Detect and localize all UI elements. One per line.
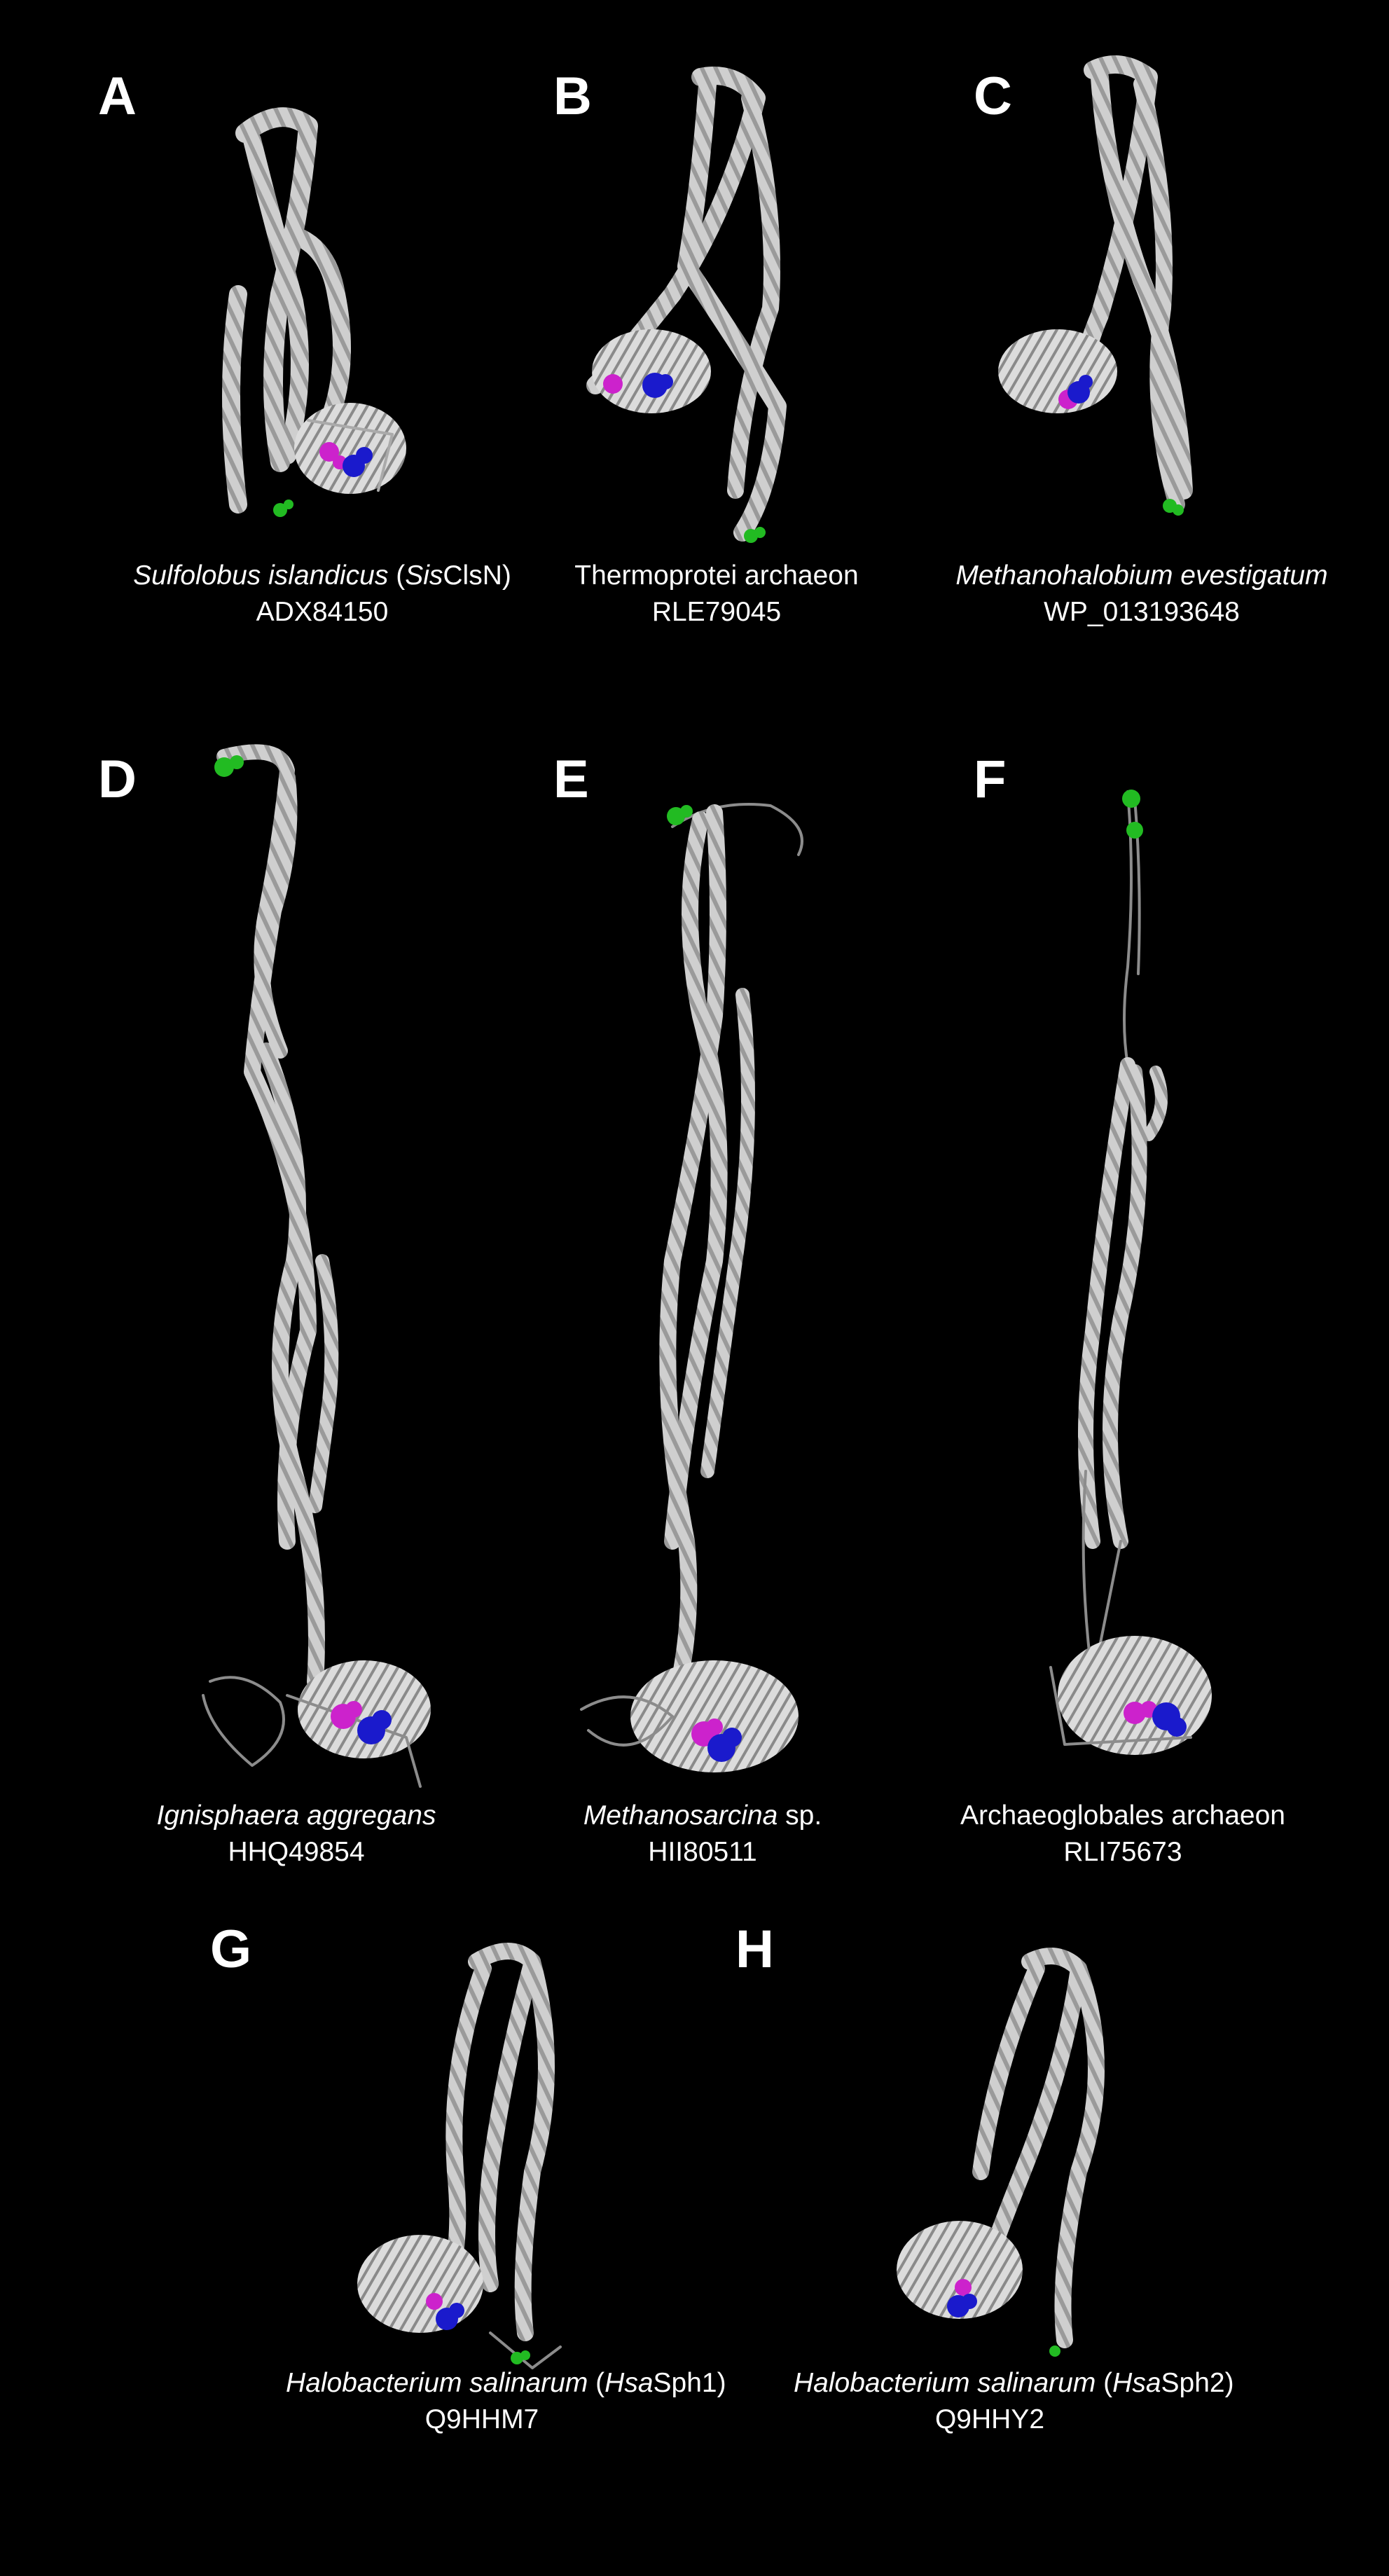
caption-d: Ignisphaera aggregans HHQ49854	[100, 1798, 492, 1871]
panel-letter-c: C	[974, 67, 1012, 126]
caption-a-organism: Sulfolobus islandicus (SisClsN)	[133, 560, 511, 591]
caption-e-organism: Methanosarcina sp.	[583, 1800, 822, 1831]
structure-a	[222, 107, 406, 514]
panel-letter-f: F	[974, 750, 1007, 809]
residues-e	[667, 805, 742, 1762]
caption-a: Sulfolobus islandicus (SisClsN) ADX84150	[126, 558, 518, 631]
caption-c-organism: Methanohalobium evestigatum	[955, 560, 1328, 591]
structure-c	[998, 55, 1193, 513]
structure-b	[586, 67, 787, 542]
caption-b-accession: RLE79045	[651, 597, 782, 627]
caption-f-organism: Archaeoglobales archaeon	[960, 1800, 1285, 1831]
panel-letter-g: G	[210, 1920, 252, 1979]
caption-h-accession: Q9HHY2	[934, 2404, 1045, 2434]
caption-h: Halobacterium salinarum (HsaSph2) Q9HHY2	[794, 2365, 1234, 2438]
caption-g: Halobacterium salinarum (HsaSph1) Q9HHM7	[286, 2365, 726, 2438]
caption-h-organism: Halobacterium salinarum (HsaSph2)	[794, 2368, 1234, 2398]
structure-g	[357, 1943, 562, 2369]
caption-b-organism: Thermoprotei archaeon	[574, 560, 859, 591]
caption-c: Methanohalobium evestigatum WP_013193648	[946, 558, 1338, 631]
caption-f-accession: RLI75673	[1063, 1837, 1182, 1867]
caption-d-organism: Ignisphaera aggregans	[156, 1800, 436, 1831]
panel-letter-e: E	[553, 750, 589, 809]
residues-c	[1058, 375, 1184, 516]
caption-g-organism: Halobacterium salinarum (HsaSph1)	[286, 2368, 726, 2398]
caption-e-accession: HII80511	[648, 1837, 757, 1867]
structure-d	[202, 744, 431, 1788]
residues-b	[603, 373, 766, 543]
panel-letter-b: B	[553, 67, 592, 126]
caption-a-accession: ADX84150	[256, 597, 389, 627]
residues-g	[426, 2293, 530, 2364]
caption-f: Archaeoglobales archaeon RLI75673	[927, 1798, 1319, 1871]
caption-b: Thermoprotei archaeon RLE79045	[520, 558, 913, 631]
structure-h	[897, 1948, 1105, 2348]
structure-e	[580, 803, 803, 1772]
structure-f	[1049, 790, 1212, 1755]
caption-d-accession: HHQ49854	[228, 1837, 365, 1867]
residues-d	[214, 755, 392, 1744]
residues-f	[1122, 790, 1187, 1737]
caption-g-accession: Q9HHM7	[424, 2404, 539, 2434]
panel-letter-a: A	[98, 67, 137, 126]
caption-e: Methanosarcina sp. HII80511	[506, 1798, 899, 1871]
residues-a	[273, 442, 373, 517]
residues-h	[947, 2279, 1060, 2357]
panel-letter-h: H	[735, 1920, 774, 1979]
caption-c-accession: WP_013193648	[1044, 597, 1240, 627]
panel-letter-d: D	[98, 750, 137, 809]
